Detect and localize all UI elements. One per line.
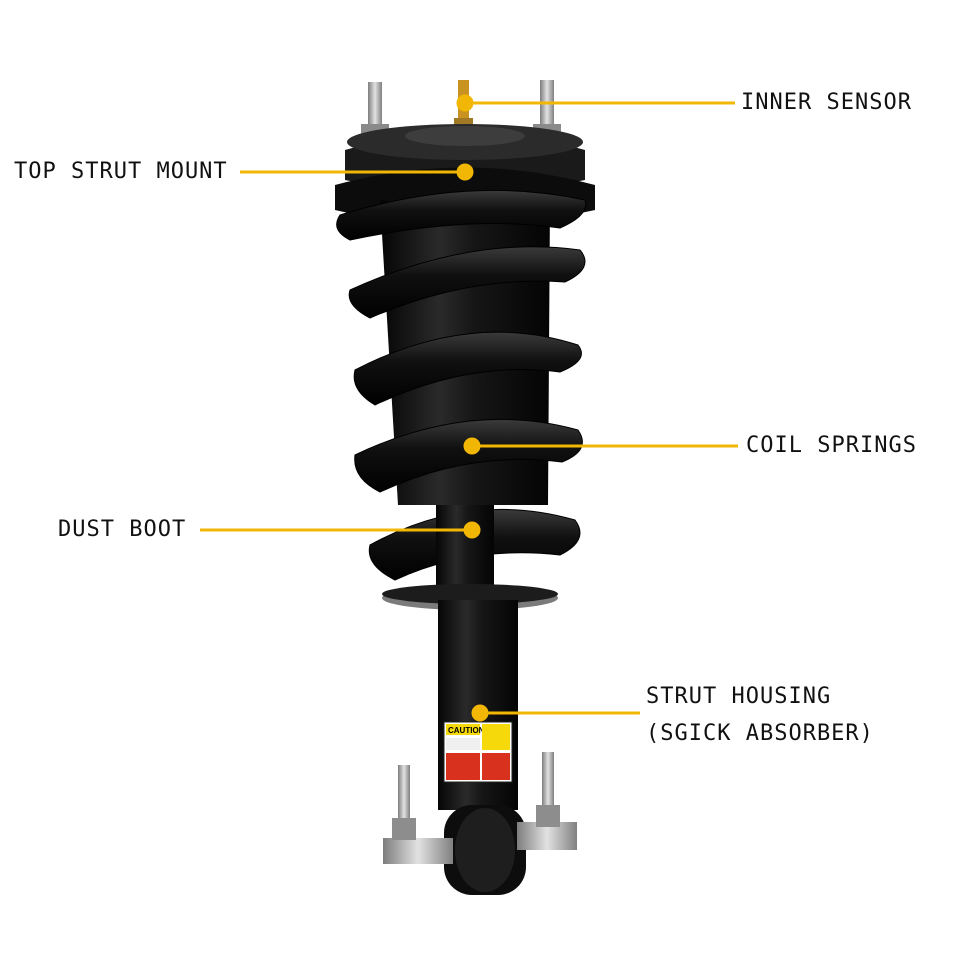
label-strut-housing-line2: (SGICK ABSORBER) [646, 721, 874, 746]
label-top-strut-mount: TOP STRUT MOUNT [14, 159, 228, 184]
label-dust-boot: DUST BOOT [58, 517, 187, 542]
lower-bushing-mount [383, 752, 577, 895]
top-strut-mount-dot [456, 163, 474, 181]
sticker-caution-text: CAUTION [448, 726, 485, 735]
coil-springs-dot [463, 437, 481, 455]
strut-housing-dot [471, 704, 489, 722]
label-strut-housing: STRUT HOUSING (SGICK ABSORBER) [646, 678, 874, 752]
dust-boot [436, 505, 494, 585]
dust-boot-dot [463, 521, 481, 539]
spring-seat [382, 584, 558, 610]
label-strut-housing-line1: STRUT HOUSING [646, 684, 832, 709]
label-inner-sensor: INNER SENSOR [741, 90, 912, 115]
inner-sensor-dot [456, 94, 474, 112]
callout-leaders [200, 94, 738, 722]
label-coil-springs: COIL SPRINGS [746, 433, 917, 458]
warning-sticker: CAUTION [443, 721, 513, 783]
